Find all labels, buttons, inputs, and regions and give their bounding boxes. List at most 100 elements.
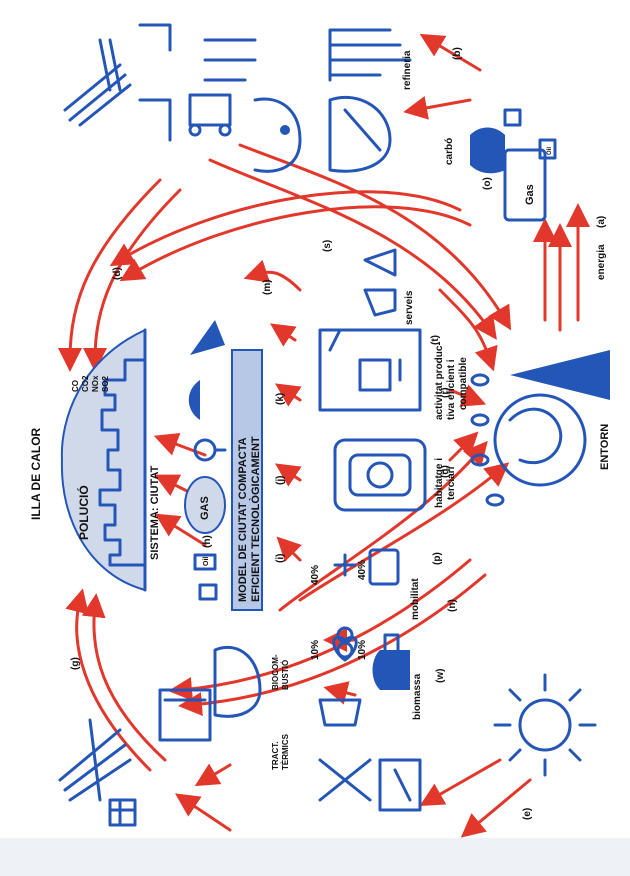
oil-drum-icon-upper xyxy=(193,553,217,571)
gas-bubble-icon xyxy=(184,476,226,534)
letter-r: (r) xyxy=(440,387,451,398)
arrow-p xyxy=(298,462,510,602)
oil-upper-label: Oil xyxy=(203,557,210,566)
coal-heap-icon xyxy=(470,127,505,174)
biocombustio-label-1: BIOCOM- xyxy=(271,654,280,690)
biocombustio-label-2: BUSTIÓ xyxy=(281,660,290,690)
harvest-icon xyxy=(378,758,422,812)
pedestrian-icon xyxy=(333,553,357,577)
letter-k: (k) xyxy=(275,393,286,405)
arrow-i xyxy=(276,536,302,562)
biomass-pile-icon xyxy=(372,650,410,690)
arrow-q xyxy=(448,431,479,462)
oil-label: Oil xyxy=(547,147,553,155)
plant-icon xyxy=(332,636,358,662)
arrow-j xyxy=(275,463,302,487)
activity-label-3: compatible xyxy=(458,357,469,410)
pollution-label: POLUCIÓ xyxy=(76,485,91,540)
arrow-k2 xyxy=(270,323,297,347)
arrow-r xyxy=(448,384,487,407)
letter-b: (b) xyxy=(452,47,463,60)
bottom-band xyxy=(0,838,630,876)
sun-icon xyxy=(493,673,597,777)
building-grid-icon xyxy=(108,798,137,827)
arrow-h1 xyxy=(154,513,207,547)
activity-label-2: tiva eficient i xyxy=(446,359,457,420)
forest-icon xyxy=(510,350,610,400)
percent-40a: 40% xyxy=(310,565,321,585)
arrow-tract xyxy=(194,763,232,787)
model-title-1: MODEL DE CIUTAT COMPACTA xyxy=(237,437,249,602)
arrow-g2 xyxy=(81,593,167,762)
percent-10b: 10% xyxy=(357,640,368,660)
furnace-icon xyxy=(158,688,212,742)
letter-i: (i) xyxy=(275,554,286,563)
gas-tank-icon xyxy=(503,148,547,222)
coal-pile-icon xyxy=(188,380,200,420)
coal-label: carbó xyxy=(444,138,455,165)
boiler-icon xyxy=(213,645,262,718)
letter-o: (o) xyxy=(482,177,493,190)
bottom-left-powerlines xyxy=(58,718,132,802)
arrow-w xyxy=(168,558,472,701)
power-plant-icon-2 xyxy=(253,97,302,173)
city-dome xyxy=(60,328,147,592)
earth-icon xyxy=(493,393,587,487)
pollutant-co2: CO2 xyxy=(81,375,90,392)
mobility-label: mobilitat xyxy=(410,578,421,620)
activity-label-1: activitat produc- xyxy=(434,342,445,420)
letter-w: (w) xyxy=(435,669,446,683)
arrow-s xyxy=(109,190,462,267)
refinery-label: refineria xyxy=(402,50,413,90)
coal-pile-icon-2 xyxy=(190,320,225,355)
arrow-o2 xyxy=(238,143,512,331)
pollutant-so2: SO2 xyxy=(101,375,110,392)
title-heat-island: ILLA DE CALOR xyxy=(29,427,43,520)
pollutant-co: CO xyxy=(71,380,80,392)
bulb-icon xyxy=(193,438,227,462)
tract-label-2: TÈRMICS xyxy=(281,733,290,770)
bus-icon xyxy=(368,548,400,586)
letter-n: (n) xyxy=(447,599,458,612)
letter-q: (q) xyxy=(440,465,451,478)
arrow-bio1 xyxy=(323,681,357,705)
model-title-2: EFICIENT TECNOLÒGICAMENT xyxy=(249,436,262,602)
factory-icon xyxy=(318,328,422,412)
services-icon xyxy=(363,248,397,317)
biomass-label: biomassa xyxy=(412,673,423,720)
pollutant-nox: NOx xyxy=(91,375,100,392)
letter-d: (d) xyxy=(112,267,123,280)
arrow-g xyxy=(65,588,152,772)
chimneys-icon xyxy=(203,38,257,82)
letter-h: (h) xyxy=(202,535,213,548)
arrow-b1 xyxy=(419,33,482,72)
pipe-icon xyxy=(138,23,172,142)
gas-tank-label: Gas xyxy=(524,184,536,205)
housing-label-2: terciari xyxy=(446,466,457,500)
arrow-h3 xyxy=(153,432,207,457)
entorn-label: ENTORN xyxy=(599,424,611,470)
tools-icon xyxy=(318,758,372,802)
refinery-icon xyxy=(328,28,412,82)
arrow-n xyxy=(278,440,488,612)
arrow-d2 xyxy=(83,188,182,372)
arrow-s2 xyxy=(119,205,472,282)
oil-drum-icon xyxy=(503,108,557,160)
truck-icon xyxy=(188,93,232,137)
housing-label-1: habitatge i xyxy=(434,458,445,508)
letter-t: (t) xyxy=(430,335,441,345)
arrow-m xyxy=(243,259,302,292)
letter-p: (p) xyxy=(432,552,443,565)
arrow-t xyxy=(438,288,498,372)
energy-label: energia xyxy=(596,244,607,280)
system-label: SISTEMA: CIUTAT xyxy=(149,465,161,560)
letter-a: (a) xyxy=(596,216,607,228)
clouds-icon xyxy=(470,373,505,507)
percent-40b: 40% xyxy=(357,560,368,580)
model-box xyxy=(231,349,263,611)
letter-g: (g) xyxy=(70,657,81,670)
services-label: serveis xyxy=(404,290,415,325)
letter-j: (j) xyxy=(275,476,286,485)
percent-10a: 10% xyxy=(310,640,321,660)
